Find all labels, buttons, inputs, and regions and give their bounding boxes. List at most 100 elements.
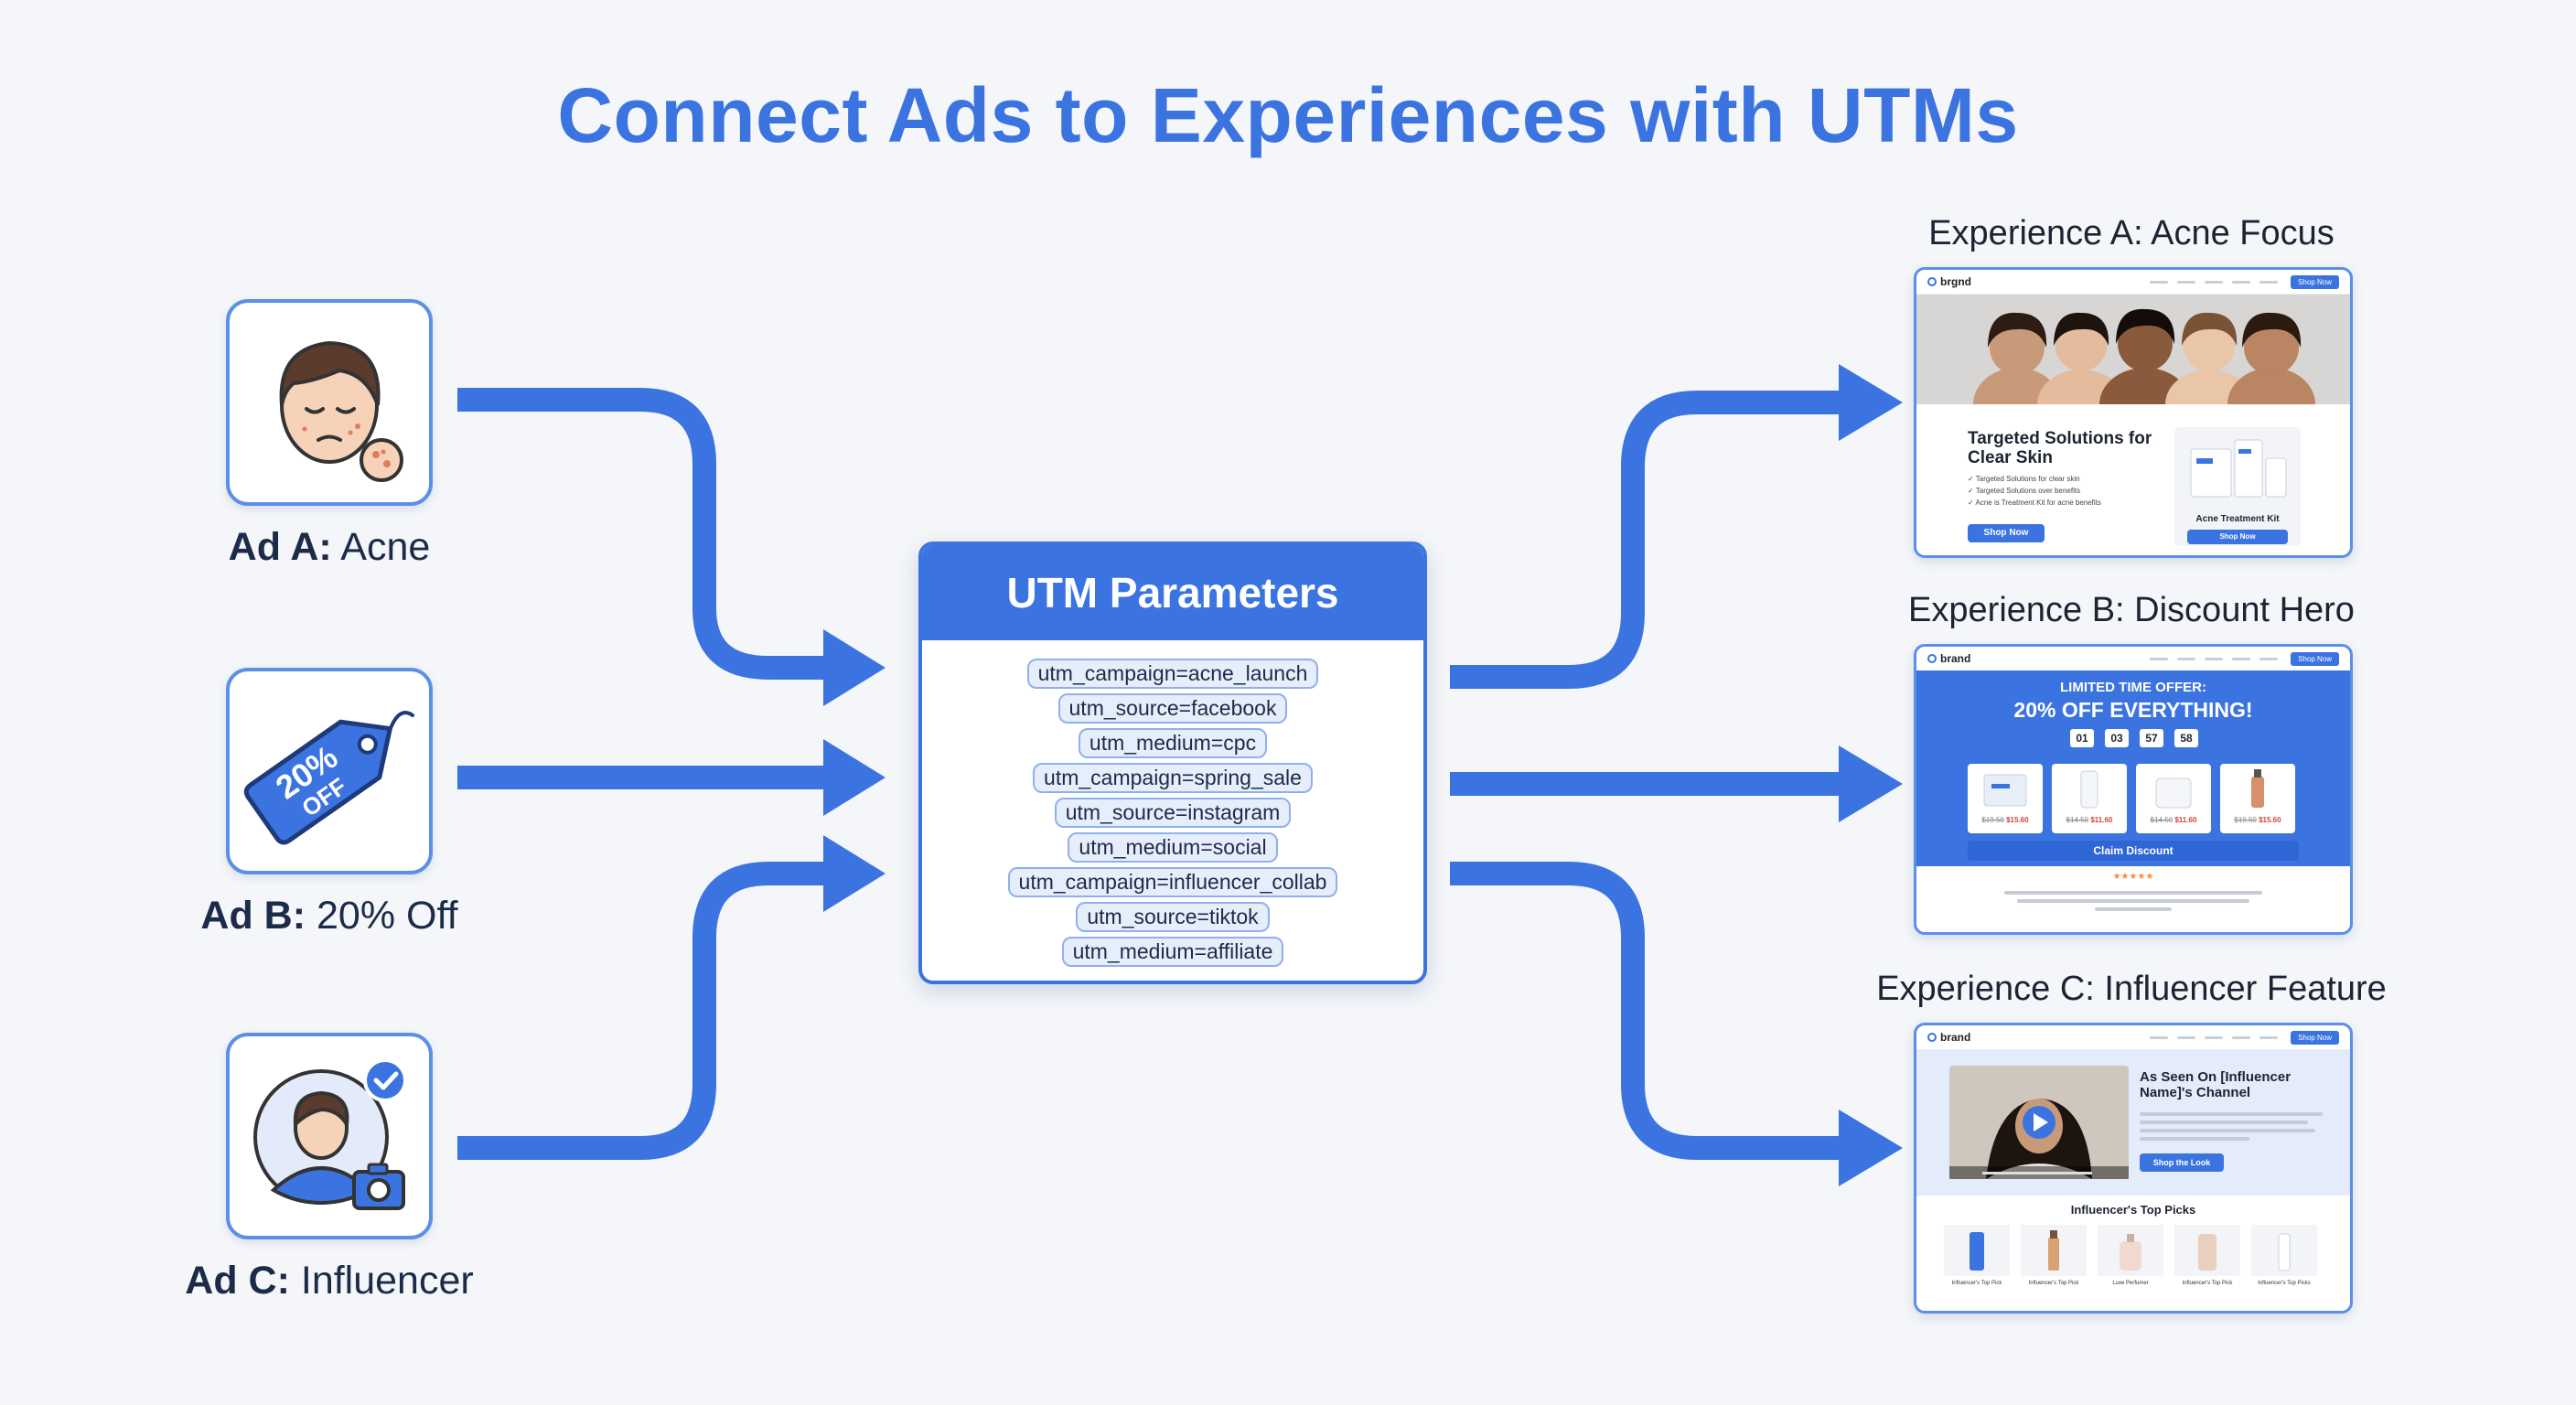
bullet-item: ✓ Targeted Solutions for clear skin xyxy=(1968,475,2080,483)
site-nav: brand Shop Now xyxy=(1916,647,2350,671)
old-price: $14.50 xyxy=(2150,816,2174,824)
brand-logo: brand xyxy=(1927,1031,1970,1044)
experience-b-page[interactable]: brand Shop Now LIMITED TIME OFFER: 20% O… xyxy=(1914,644,2353,935)
top-pick-name: Influencer's Top Pick xyxy=(2028,1281,2079,1286)
claim-discount-button[interactable]: Claim Discount xyxy=(1968,841,2299,861)
arrowhead-out-c xyxy=(1839,1110,1903,1186)
influencer-headline: As Seen On [Influencer Name]'s Channel xyxy=(2140,1069,2292,1100)
page-title: Connect Ads to Experiences with UTMs xyxy=(557,72,2019,158)
shop-now-button[interactable]: Shop Now xyxy=(1968,524,2045,542)
old-price: $14.50 xyxy=(2066,816,2089,824)
discount-tag-icon: 20% OFF xyxy=(243,711,414,845)
experience-a-title: Experience A: Acne Focus xyxy=(1928,214,2334,252)
bullet-item: ✓ Acne is Treatment Kit for acne benefit… xyxy=(1968,499,2101,507)
top-pick-card[interactable]: Influencer's Top Pick xyxy=(2174,1225,2240,1286)
utm-param: utm_campaign=spring_sale xyxy=(1033,763,1313,793)
arrowhead-out-b xyxy=(1839,745,1903,822)
top-pick-name: Influencer's Top Picks xyxy=(2258,1281,2311,1286)
price: $14.50 $11.60 xyxy=(2136,816,2211,824)
product-name: Acne Treatment Kit xyxy=(2195,514,2280,524)
countdown-timer: 01 03 57 58 xyxy=(2070,729,2198,747)
ad-a-label-bold: Ad A: xyxy=(228,525,332,569)
rating-stars: ★★★★★ xyxy=(2112,872,2154,882)
old-price: $19.50 xyxy=(2234,816,2257,824)
nav-shop-button[interactable]: Shop Now xyxy=(2291,1030,2339,1045)
utm-param: utm_source=instagram xyxy=(1054,798,1292,828)
countdown-digit: 57 xyxy=(2140,729,2163,747)
top-pick-card[interactable]: Influencer's Top Pick xyxy=(1944,1225,2010,1286)
product-row: $19.50 $15.60 $14.50 $11.60 $14.50 $11.6… xyxy=(1968,764,2295,833)
utm-param: utm_campaign=influencer_collab xyxy=(1007,867,1338,897)
top-pick-card[interactable]: Influencer's Top Pick xyxy=(2021,1225,2087,1286)
countdown-digit: 01 xyxy=(2070,729,2094,747)
arrow-ad-a-to-utm xyxy=(457,388,831,680)
product-image xyxy=(2251,769,2264,808)
price: $19.50 $15.60 xyxy=(1968,816,2043,824)
ad-c-card[interactable] xyxy=(226,1033,433,1239)
product-image xyxy=(2174,1225,2240,1276)
new-price: $15.60 xyxy=(2259,816,2281,824)
experience-a-page[interactable]: brgnd Shop Now Targeted Solutions for Cl… xyxy=(1914,267,2353,558)
product-image xyxy=(2098,1225,2163,1276)
top-pick-card[interactable]: Influencer's Top Picks xyxy=(2251,1225,2317,1286)
top-picks-row: Influencer's Top Pick Influencer's Top P… xyxy=(1944,1225,2317,1286)
new-price: $11.60 xyxy=(2090,816,2113,824)
arrow-utm-to-exp-a xyxy=(1450,391,1848,689)
nav-shop-button[interactable]: Shop Now xyxy=(2291,651,2339,666)
product-image xyxy=(1944,1225,2010,1276)
ad-b-card[interactable]: 20% OFF xyxy=(226,668,433,874)
new-price: $11.60 xyxy=(2174,816,2197,824)
influencer-camera-icon xyxy=(253,1058,407,1210)
ad-c-label-bold: Ad C: xyxy=(185,1259,290,1303)
old-price: $19.50 xyxy=(1981,816,2004,824)
product-image xyxy=(2021,1225,2087,1276)
site-nav: brgnd Shop Now xyxy=(1916,270,2350,295)
product-card[interactable]: $19.50 $15.60 xyxy=(1968,764,2043,833)
top-picks-heading: Influencer's Top Picks xyxy=(2070,1203,2196,1217)
experience-c-page[interactable]: brand Shop Now As Seen On [Influencer Na… xyxy=(1914,1023,2353,1314)
product-card[interactable]: $14.50 $11.60 xyxy=(2136,764,2211,833)
offer-headline: 20% OFF EVERYTHING! xyxy=(2013,698,2253,722)
shop-the-look-button[interactable]: Shop the Look xyxy=(2140,1153,2224,1172)
arrow-utm-to-exp-c xyxy=(1450,862,1848,1160)
utm-header: UTM Parameters xyxy=(922,545,1423,640)
product-shop-button[interactable]: Shop Now xyxy=(2187,530,2288,544)
acne-face-icon xyxy=(279,340,403,482)
logo-icon xyxy=(1927,654,1937,663)
site-nav: brand Shop Now xyxy=(1916,1025,2350,1050)
countdown-digit: 03 xyxy=(2105,729,2129,747)
utm-param: utm_medium=social xyxy=(1068,832,1278,863)
ad-a-label-text: Acne xyxy=(331,525,431,569)
top-pick-card[interactable]: Luxe Perfumer xyxy=(2098,1225,2163,1286)
ad-a-card[interactable] xyxy=(226,299,433,506)
bullet-item: ✓ Targeted Solutions over benefits xyxy=(1968,487,2081,495)
nav-links xyxy=(1970,657,2291,660)
logo-icon xyxy=(1927,1033,1937,1042)
brand-name: brand xyxy=(1940,1031,1971,1044)
utm-param-list: utm_campaign=acne_launch utm_source=face… xyxy=(922,640,1423,967)
ad-b-label-text: 20% Off xyxy=(306,894,458,938)
product-card[interactable]: $14.50 $11.60 xyxy=(2052,764,2127,833)
top-pick-name: Influencer's Top Pick xyxy=(1951,1281,2002,1286)
ad-b-label-bold: Ad B: xyxy=(200,894,306,938)
countdown-digit: 58 xyxy=(2174,729,2198,747)
new-price: $15.60 xyxy=(2006,816,2029,824)
utm-param: utm_campaign=acne_launch xyxy=(1026,659,1319,689)
influencer-video-player[interactable] xyxy=(1949,1066,2129,1179)
ad-c-label: Ad C: Influencer xyxy=(73,1259,585,1303)
product-card[interactable]: Acne Treatment Kit Shop Now xyxy=(2174,427,2301,546)
product-kit-image xyxy=(2190,439,2287,498)
arrowhead-in-b xyxy=(823,739,886,816)
influencer-quote xyxy=(2140,1108,2323,1145)
experience-c-title: Experience C: Influencer Feature xyxy=(1876,970,2387,1008)
logo-icon xyxy=(1927,277,1937,286)
product-image xyxy=(1983,774,2027,807)
nav-shop-button[interactable]: Shop Now xyxy=(2291,274,2339,289)
arrowhead-in-a xyxy=(823,629,886,706)
ad-b-label: Ad B: 20% Off xyxy=(73,894,585,938)
nav-links xyxy=(1971,280,2291,284)
ad-a-label: Ad A: Acne xyxy=(73,525,585,570)
utm-param: utm_medium=affiliate xyxy=(1061,937,1284,967)
product-card[interactable]: $19.50 $15.60 xyxy=(2220,764,2295,833)
nav-links xyxy=(1970,1035,2291,1039)
